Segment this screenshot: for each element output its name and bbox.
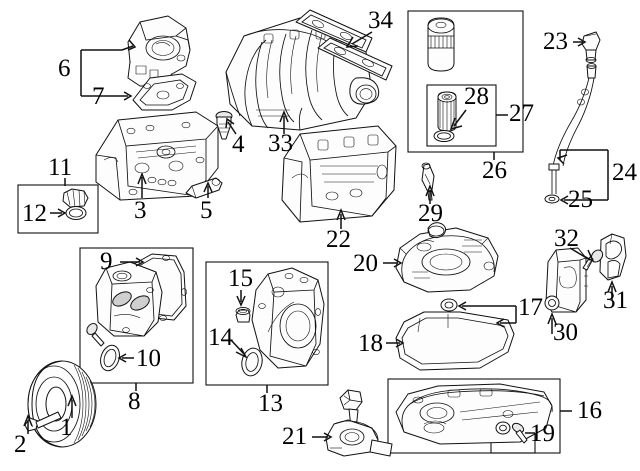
part-drain-plug-washer (495, 421, 528, 444)
callout-20: 20 (353, 250, 378, 277)
callout-33: 33 (268, 130, 293, 157)
callout-24: 24 (612, 159, 637, 186)
part-dipstick (544, 31, 601, 204)
callout-2: 2 (14, 431, 27, 458)
callout-6: 6 (58, 55, 71, 82)
part-oil-cooler (544, 247, 588, 313)
callout-18: 18 (358, 330, 383, 357)
callout-25: 25 (568, 186, 593, 213)
callout-12: 12 (22, 200, 47, 227)
part-oil-separator (127, 15, 191, 87)
callout-8: 8 (128, 388, 141, 415)
callout-17: 17 (518, 294, 543, 321)
callout-23: 23 (543, 28, 568, 55)
callout-4: 4 (232, 131, 245, 158)
callout-30: 30 (553, 319, 578, 346)
part-oil-filter-canister (427, 17, 455, 72)
part-upper-timing-cover (95, 261, 163, 337)
part-valve-cover (95, 111, 219, 201)
callout-26: 26 (482, 157, 507, 184)
leader-lines (23, 31, 617, 442)
part-timing-cover-plug (235, 306, 251, 323)
callout-22: 22 (326, 226, 351, 253)
callout-31: 31 (603, 287, 628, 314)
callout-28: 28 (464, 83, 489, 110)
part-oil-pan-gasket (395, 311, 515, 371)
part-oil-filler-cap (62, 188, 89, 220)
oil-pan-box (387, 378, 561, 454)
callout-7: 7 (92, 83, 105, 110)
part-lower-timing-cover (251, 267, 325, 369)
oil-filter-outer-box (407, 10, 524, 153)
part-timing-cover-bolt (86, 323, 105, 347)
callout-10: 10 (136, 345, 161, 372)
part-front-crankshaft-seal (241, 347, 263, 377)
callout-3: 3 (134, 197, 147, 224)
callout-11: 11 (48, 154, 73, 181)
callout-13: 13 (258, 390, 283, 417)
part-intake-manifold-gasket (295, 9, 393, 81)
part-oil-pump (325, 389, 393, 457)
callout-19: 19 (530, 420, 555, 447)
callout-5: 5 (200, 197, 213, 224)
callout-1: 1 (60, 414, 73, 441)
part-windage-tray (395, 222, 499, 293)
part-separator-gasket (132, 73, 197, 111)
callout-34: 34 (368, 7, 393, 34)
callout-16: 16 (577, 397, 602, 424)
callout-15: 15 (228, 265, 253, 292)
callout-32: 32 (554, 225, 579, 252)
part-upper-oil-pan (281, 125, 397, 223)
callout-29: 29 (418, 200, 443, 227)
callout-21: 21 (282, 423, 307, 450)
part-oil-filter-element (433, 91, 457, 142)
part-valve-cover-plug (185, 177, 223, 199)
callout-9: 9 (100, 248, 113, 275)
part-oil-level-rod (421, 162, 435, 201)
part-camshaft-seal (100, 344, 120, 372)
part-lower-oil-pan (395, 383, 553, 445)
part-oil-cooler-bracket (599, 233, 627, 281)
callout-27: 27 (509, 100, 534, 127)
oil-filler-cap-box (17, 184, 99, 234)
callout-14: 14 (208, 324, 233, 351)
